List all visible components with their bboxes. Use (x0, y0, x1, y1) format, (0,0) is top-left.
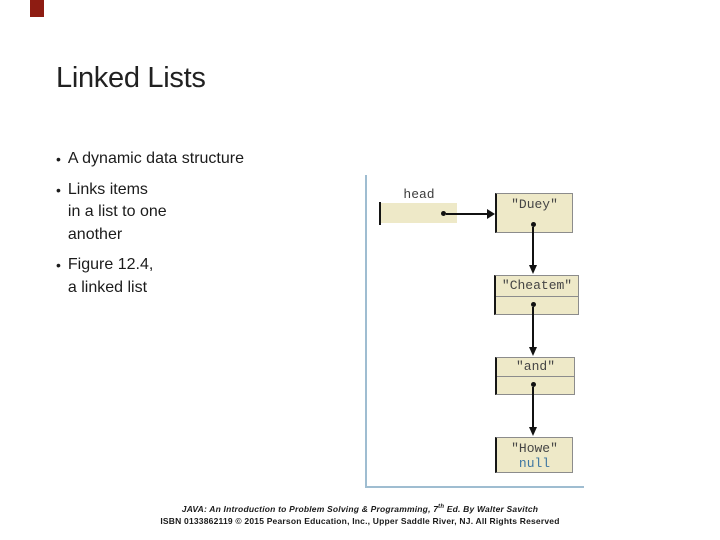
bullet-text: Figure 12.4, (67, 256, 154, 273)
bullet-text: A dynamic data structure (67, 150, 244, 167)
footer-isbn-line: ISBN 0133862119 © 2015 Pearson Education… (160, 515, 560, 526)
list-item: • A dynamic data structure (56, 148, 306, 171)
bullet-text: another (67, 225, 123, 243)
page-title: Linked Lists (56, 62, 206, 94)
node-and: "and" (495, 357, 575, 395)
node-label: "Cheatem" (496, 276, 578, 297)
arrow-down-icon (529, 427, 537, 436)
bullet-icon: • (56, 181, 61, 198)
head-box-left-tick (379, 202, 381, 225)
null-pointer-value: null (518, 456, 551, 471)
figure-frame-bottom (365, 486, 584, 488)
node-label: "Howe" (511, 441, 558, 456)
node-duey: "Duey" (495, 193, 573, 233)
copyright-footer: JAVA: An Introduction to Problem Solving… (0, 504, 720, 527)
node-cheatem: "Cheatem" (494, 275, 579, 315)
slide-accent-mark (30, 0, 44, 17)
pointer-dot (531, 222, 536, 227)
pointer-dot (531, 302, 536, 307)
list-item: • Links items in a list to one another (56, 179, 306, 247)
arrow-down-line (532, 227, 534, 265)
arrow-down-line (532, 387, 534, 427)
bullet-text: a linked list (67, 278, 148, 296)
bullet-icon: • (56, 151, 61, 167)
bullet-text: in a list to one (67, 203, 167, 220)
pointer-dot (441, 211, 446, 216)
footer-book-title: JAVA: An Introduction to Problem Solving… (0, 504, 720, 516)
arrow-right-line (446, 213, 487, 215)
bullet-text: Links items (67, 180, 148, 198)
head-variable-label: head (403, 187, 435, 202)
bullet-icon: • (56, 257, 61, 273)
footer-line1-superscript: th (438, 504, 445, 511)
node-label: "Duey" (511, 197, 558, 212)
node-howe: "Howe" null (495, 437, 573, 473)
arrow-down-icon (529, 347, 537, 356)
arrow-down-line (532, 307, 534, 347)
pointer-dot (531, 382, 536, 387)
list-item: • Figure 12.4, a linked list (56, 254, 306, 299)
arrow-right-icon (487, 209, 495, 219)
bullet-list: • A dynamic data structure • Links items… (56, 148, 306, 307)
arrow-down-icon (529, 265, 537, 274)
footer-line1-text: JAVA: An Introduction to Problem Solving… (181, 504, 439, 514)
node-label: "and" (497, 358, 574, 377)
footer-line1-author: Ed. By Walter Savitch (444, 504, 539, 514)
head-reference-box (380, 203, 457, 223)
figure-frame-left (365, 175, 367, 488)
